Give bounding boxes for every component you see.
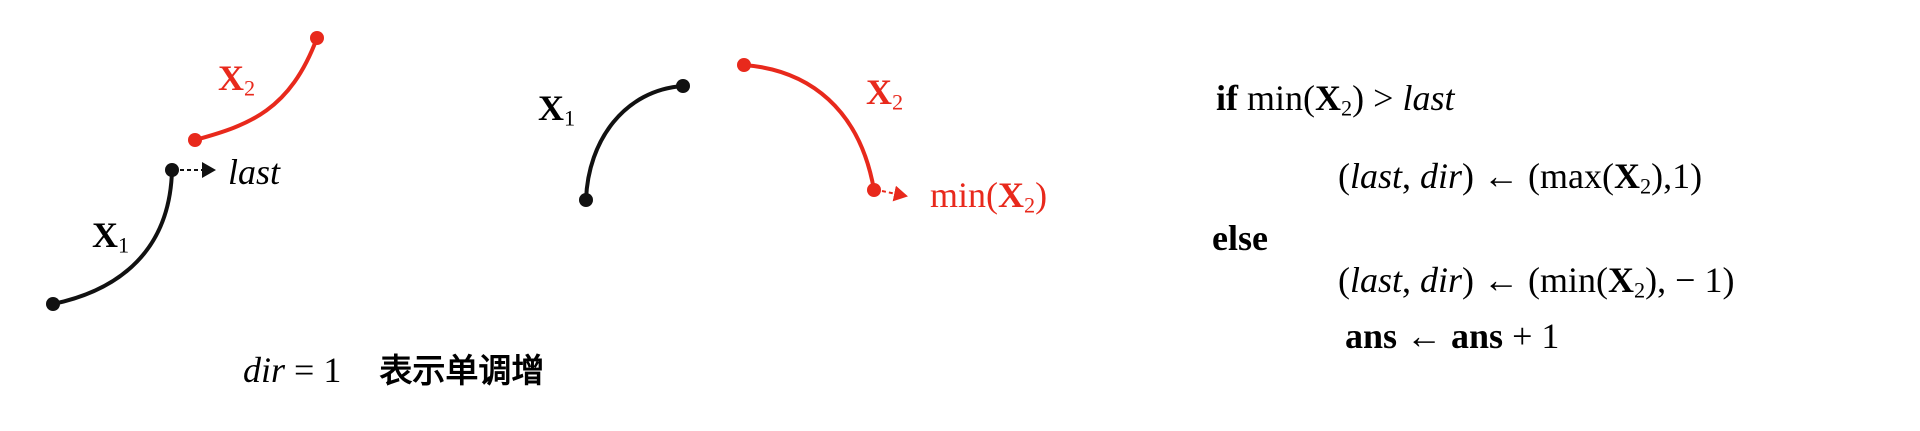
- l1-mid: ) ← (max(: [1462, 156, 1614, 196]
- mid-x2-curve: [743, 63, 876, 191]
- ans-left: ans: [1345, 316, 1398, 356]
- if-last: last: [1402, 78, 1455, 118]
- x2-symbol: X: [218, 58, 244, 98]
- mid-x1-start-point: [579, 193, 593, 207]
- mid-x2-end-point: [867, 183, 881, 197]
- ans-right: ans: [1451, 316, 1504, 356]
- left-x2-label: X2: [218, 60, 255, 100]
- x1-symbol: X: [538, 88, 564, 128]
- x1-symbol: X: [92, 215, 118, 255]
- mid-min-arrow: [881, 185, 908, 202]
- algo-assign-line-2: (last, dir) ← (min(X2), − 1): [1338, 262, 1734, 302]
- x1-subscript: 1: [118, 232, 130, 258]
- if-cond-post: ) >: [1352, 78, 1403, 118]
- min-subscript: 2: [1024, 192, 1036, 218]
- l1-comma: ,: [1402, 156, 1421, 196]
- l1-dir: dir: [1420, 156, 1463, 196]
- mid-x1-end-point: [676, 79, 690, 93]
- l2-last: last: [1350, 260, 1403, 300]
- left-x1-label: X1: [92, 217, 129, 257]
- min-prefix: min(: [930, 175, 998, 215]
- algo-assign-line-1: (last, dir) ← (max(X2),1): [1338, 158, 1702, 198]
- l2-symbol: X: [1608, 260, 1634, 300]
- min-symbol: X: [998, 175, 1024, 215]
- mid-x2-start-point: [737, 58, 751, 72]
- mid-x1-curve: [584, 84, 684, 201]
- if-cond-subscript: 2: [1341, 95, 1353, 121]
- caption-text: 表示单调增: [379, 351, 545, 390]
- mid-min-label: min(X2): [930, 177, 1047, 217]
- caption: dir = 1 表示单调增: [243, 352, 544, 388]
- if-keyword: if: [1216, 78, 1238, 118]
- algo-else-keyword: else: [1212, 218, 1268, 258]
- left-x1-start-point: [46, 297, 60, 311]
- left-x2-end-point: [310, 31, 324, 45]
- x1-subscript: 1: [564, 105, 576, 131]
- algo-ans-line: ans ← ans + 1: [1345, 318, 1559, 354]
- if-cond-pre: min(: [1238, 78, 1315, 118]
- algo-if-line: if min(X2) > last: [1216, 80, 1454, 120]
- mid-x2-label: X2: [866, 74, 903, 114]
- left-last-label: last: [228, 152, 281, 192]
- caption-dir: dir: [243, 350, 286, 390]
- left-x2-start-point: [188, 133, 202, 147]
- left-x1-end-point: [165, 163, 179, 177]
- l1-open: (: [1338, 156, 1350, 196]
- l2-open: (: [1338, 260, 1350, 300]
- left-x2-curve: [194, 37, 319, 142]
- l2-comma: ,: [1402, 260, 1421, 300]
- ans-arrow: ←: [1397, 316, 1452, 356]
- x2-symbol: X: [866, 72, 892, 112]
- l2-end: ), − 1): [1645, 260, 1735, 300]
- min-suffix: ): [1035, 175, 1048, 215]
- caption-eq: = 1: [285, 350, 342, 390]
- left-x1-curve: [52, 169, 174, 306]
- l2-dir: dir: [1420, 260, 1463, 300]
- if-cond-symbol: X: [1315, 78, 1341, 118]
- l1-last: last: [1350, 156, 1403, 196]
- l2-subscript: 2: [1634, 277, 1646, 303]
- mid-x1-label: X1: [538, 90, 575, 130]
- x2-subscript: 2: [244, 75, 256, 101]
- x2-subscript: 2: [892, 89, 904, 115]
- l1-end: ),1): [1651, 156, 1703, 196]
- l1-symbol: X: [1613, 156, 1640, 196]
- l2-mid: ) ← (min(: [1462, 260, 1608, 300]
- ans-plus: + 1: [1503, 316, 1560, 356]
- l1-subscript: 2: [1639, 173, 1652, 199]
